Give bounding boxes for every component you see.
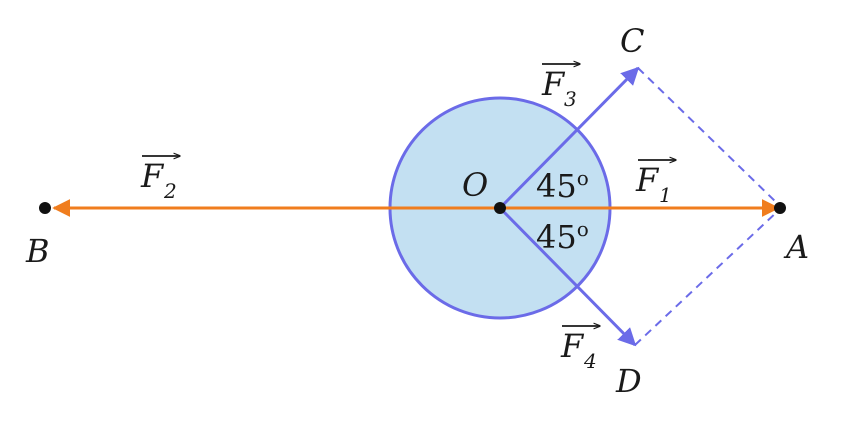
force-F4-arrow: [498, 206, 637, 347]
force-F1-letter: F: [635, 161, 660, 199]
dashed-line-CA: [637, 67, 780, 206]
label-A: A: [783, 228, 809, 266]
point-O: [494, 202, 506, 214]
force-F2-label: F 2: [140, 156, 180, 203]
force-F4-label: F 4: [560, 326, 600, 373]
angle-upper-value: 45o: [536, 166, 589, 205]
force-F2-subscript: 2: [163, 179, 177, 203]
force-F3-subscript: 3: [564, 87, 577, 111]
force-F2-letter: F: [140, 157, 165, 195]
label-B: B: [25, 232, 50, 270]
label-D: D: [615, 362, 642, 400]
force-F1-subscript: 1: [659, 183, 672, 207]
angle-lower-value: 45o: [536, 217, 589, 256]
force-F3-letter: F: [541, 65, 566, 103]
force-F4-letter: F: [560, 327, 585, 365]
point-A: [774, 202, 786, 214]
dashed-line-DA: [634, 209, 780, 346]
force-F4-subscript: 4: [583, 349, 597, 373]
force-F3-arrow: [498, 66, 640, 210]
force-F3-label: F 3: [541, 64, 580, 111]
force-F1-label: F 1: [635, 160, 676, 207]
label-C: C: [620, 22, 644, 60]
label-O: O: [462, 166, 488, 204]
point-B: [39, 202, 51, 214]
